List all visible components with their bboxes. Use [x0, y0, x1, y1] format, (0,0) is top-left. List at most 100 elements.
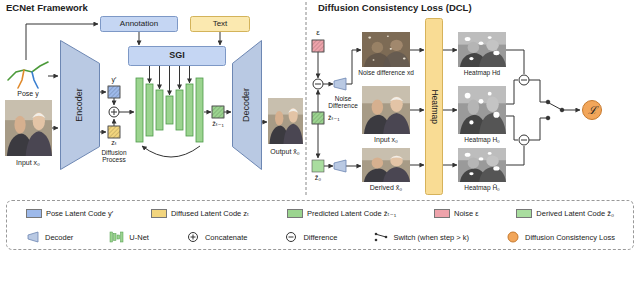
legend-icon [25, 231, 41, 243]
legend-icon [121, 232, 124, 242]
latent-codes [312, 112, 324, 124]
image-label: Derived x̃₀ [370, 184, 402, 192]
legend-item: Diffusion Consistency Loss [505, 231, 615, 243]
unet-bars [146, 84, 153, 136]
sgi-box-outline [129, 47, 226, 66]
flow-arrows [100, 132, 106, 133]
legend-icon [289, 237, 294, 238]
unet-bars [196, 78, 203, 142]
node-label: Text [213, 20, 228, 29]
flow-arrows [529, 80, 546, 102]
pose-figure [8, 62, 48, 80]
legend-text: Diffusion Consistency Loss [525, 233, 615, 242]
unet-bars [136, 78, 203, 142]
concatenate-symbol [109, 107, 119, 117]
flow-arrows [506, 146, 524, 165]
flow-arrows [48, 76, 58, 77]
legend-row: Decoder U-Net Concatenate Difference Switch … [7, 225, 633, 249]
legend-row: Pose Latent Code y′ Diffused Latent Code … [7, 201, 633, 225]
image-label: Heatmap H̃₀ [464, 184, 500, 191]
panel-divider [306, 2, 307, 196]
flow-arrows [52, 128, 58, 129]
flow-arrows [318, 52, 319, 78]
flow-arrows [224, 112, 231, 113]
annotation-box: Annotation [100, 16, 178, 32]
legend-swatch [434, 209, 450, 218]
difference-symbols [315, 84, 321, 85]
legend-text: Concatenate [205, 233, 248, 242]
legend-swatch [151, 209, 167, 218]
legend-icon [185, 231, 201, 243]
difference-symbols [521, 80, 527, 81]
flow-arrows [149, 66, 150, 83]
image-label: Heatmap Hd [464, 69, 501, 76]
legend-text: Switch (when step > k) [393, 233, 469, 242]
legend-item: Difference [283, 231, 337, 243]
concatenate-symbol [109, 107, 119, 117]
latent-label: ε [316, 29, 320, 38]
output-photo [268, 98, 303, 144]
legend-item: Decoder [25, 231, 73, 243]
latent-codes [108, 40, 324, 172]
legend-icon [192, 235, 193, 240]
dcl-images [362, 32, 410, 67]
legend-icon [505, 231, 521, 243]
legend-icon [508, 232, 518, 242]
decoder-block-outline [233, 41, 262, 170]
flow-arrows [506, 80, 518, 104]
flow-arrows [529, 118, 546, 140]
decoder-icons [334, 160, 346, 172]
node-label: Annotation [120, 20, 158, 29]
legend-text: Decoder [45, 233, 73, 242]
latent-codes [312, 40, 324, 52]
decoder-icons [334, 78, 346, 90]
legend-icon [373, 231, 389, 243]
legend-text: Difference [303, 233, 337, 242]
legend-text: Diffused Latent Code zₜ [171, 209, 249, 218]
flow-arrows [443, 110, 457, 111]
image-label: Input x₀ [374, 136, 398, 144]
dcl-images [458, 148, 506, 182]
difference-symbols [313, 75, 529, 145]
process-label: Diffusion Process [94, 149, 134, 163]
heatmap-block-outline [426, 19, 443, 195]
legend-text: Pose Latent Code y′ [46, 209, 113, 218]
latent-codes [108, 86, 120, 98]
flow-arrows [189, 66, 190, 83]
image-label: Input x₀ [16, 159, 40, 167]
flow-arrows [119, 112, 134, 113]
flow-arrows [346, 166, 361, 167]
flow-arrows [142, 146, 200, 157]
latent-codes [312, 160, 324, 172]
legend-item: U-Net [109, 231, 149, 243]
latent-label: z̃₀ [315, 174, 321, 182]
legend-icon [110, 232, 113, 242]
flow-arrows [262, 122, 267, 123]
legend-item: Diffused Latent Code zₜ [151, 209, 249, 218]
output-photo [268, 98, 303, 144]
dcl-images [458, 32, 506, 67]
legend-icon [109, 231, 125, 243]
flow-arrows [346, 50, 361, 84]
legend-text: Noise ε [454, 209, 479, 218]
pose-figure [18, 70, 24, 88]
connector-arrow [220, 32, 221, 45]
latent-codes [312, 112, 324, 124]
latent-codes [312, 40, 324, 52]
pose-figure [32, 72, 38, 88]
legend-icon [377, 235, 386, 238]
node-label: Decoder [242, 88, 252, 122]
switch-symbol [546, 100, 564, 120]
flow-arrows [169, 66, 170, 95]
node-label: ℒ [588, 104, 597, 116]
image-label: Pose y [17, 90, 38, 98]
decoder-block: Decoder [232, 40, 262, 170]
flow-arrows [318, 90, 319, 112]
unet-bars [136, 78, 143, 142]
flow-arrows [179, 66, 180, 89]
flow-arrows [159, 66, 160, 89]
image-label: Output x̂₀ [270, 148, 299, 156]
loss-circle: ℒ [582, 100, 602, 120]
legend-item: Derived Latent Code z̃₀ [516, 209, 614, 218]
